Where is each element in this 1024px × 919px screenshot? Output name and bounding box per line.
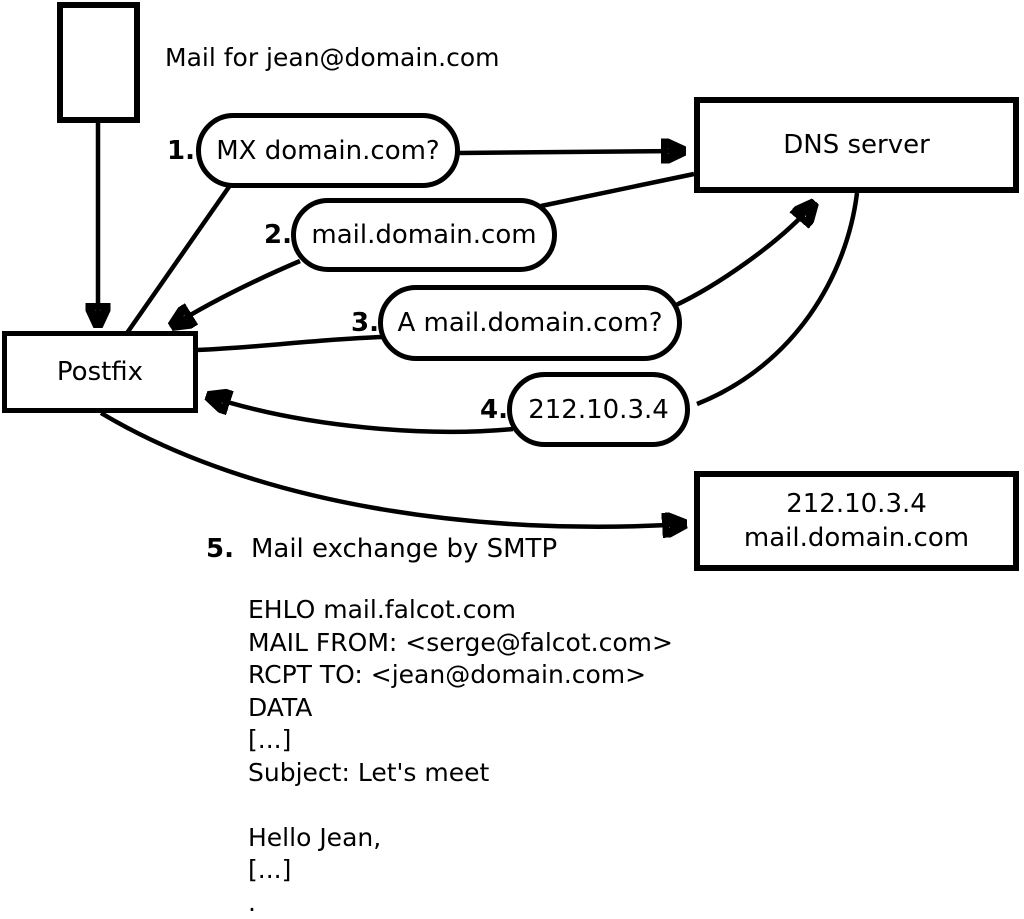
step-3-label: A mail.domain.com?	[397, 308, 663, 338]
mail-for-label: Mail for jean@domain.com	[165, 43, 500, 72]
postfix-node: Postfix	[2, 331, 198, 413]
step-4-number: 4.	[480, 395, 508, 425]
smtp-line: DATA	[248, 692, 313, 722]
arrow-postfix-to-mailserver	[99, 411, 685, 527]
smtp-line: [...]	[248, 855, 292, 884]
step-1-query-pill: MX domain.com?	[196, 113, 460, 188]
line-dns-to-step4	[696, 192, 860, 407]
line-postfix-to-step3	[196, 334, 384, 353]
dns-server-node: DNS server	[694, 97, 1019, 193]
arrow-step2-to-postfix	[172, 258, 301, 326]
smtp-line: Hello Jean,	[248, 822, 382, 852]
step-5-label: Mail exchange by SMTP	[250, 534, 558, 564]
step-3-number: 3.	[351, 308, 379, 338]
dns-server-label: DNS server	[783, 129, 930, 160]
smtp-line: MAIL FROM: <serge@falcot.com>	[248, 627, 673, 657]
mail-server-hostname: mail.domain.com	[743, 523, 970, 553]
smtp-line: EHLO mail.falcot.com	[248, 595, 517, 624]
step-5-caption: 5. Mail exchange by SMTP	[206, 536, 557, 562]
step-1-number: 1.	[167, 136, 195, 166]
step-2-answer-pill: mail.domain.com	[291, 198, 557, 272]
smtp-line-blank	[248, 789, 673, 822]
arrow-step1-to-dns	[457, 151, 684, 153]
smtp-line: [...]	[248, 725, 292, 754]
line-dns-to-step2	[540, 171, 695, 209]
smtp-session-block: EHLO mail.falcot.com MAIL FROM: <serge@f…	[248, 594, 673, 919]
step-1-label: MX domain.com?	[216, 135, 440, 166]
line-postfix-to-step1	[125, 182, 233, 335]
mail-server-ip: 212.10.3.4	[786, 489, 927, 519]
arrow-step4-to-postfix	[208, 396, 514, 434]
postfix-label: Postfix	[56, 356, 144, 387]
mail-server-node: 212.10.3.4 mail.domain.com	[694, 471, 1019, 571]
step-3-query-pill: A mail.domain.com?	[378, 285, 682, 361]
step-2-number: 2.	[264, 220, 292, 250]
mail-message-node	[57, 2, 140, 123]
smtp-line-end-of-data: .	[248, 887, 256, 917]
step-4-answer-pill: 212.10.3.4	[507, 372, 690, 447]
step-4-label: 212.10.3.4	[528, 394, 669, 425]
step-2-label: mail.domain.com	[311, 220, 537, 250]
smtp-line: Subject: Let's meet	[248, 757, 490, 787]
arrow-step3-to-dns	[673, 203, 814, 309]
smtp-line: RCPT TO: <jean@domain.com>	[248, 660, 647, 689]
step-5-number: 5.	[206, 534, 234, 564]
